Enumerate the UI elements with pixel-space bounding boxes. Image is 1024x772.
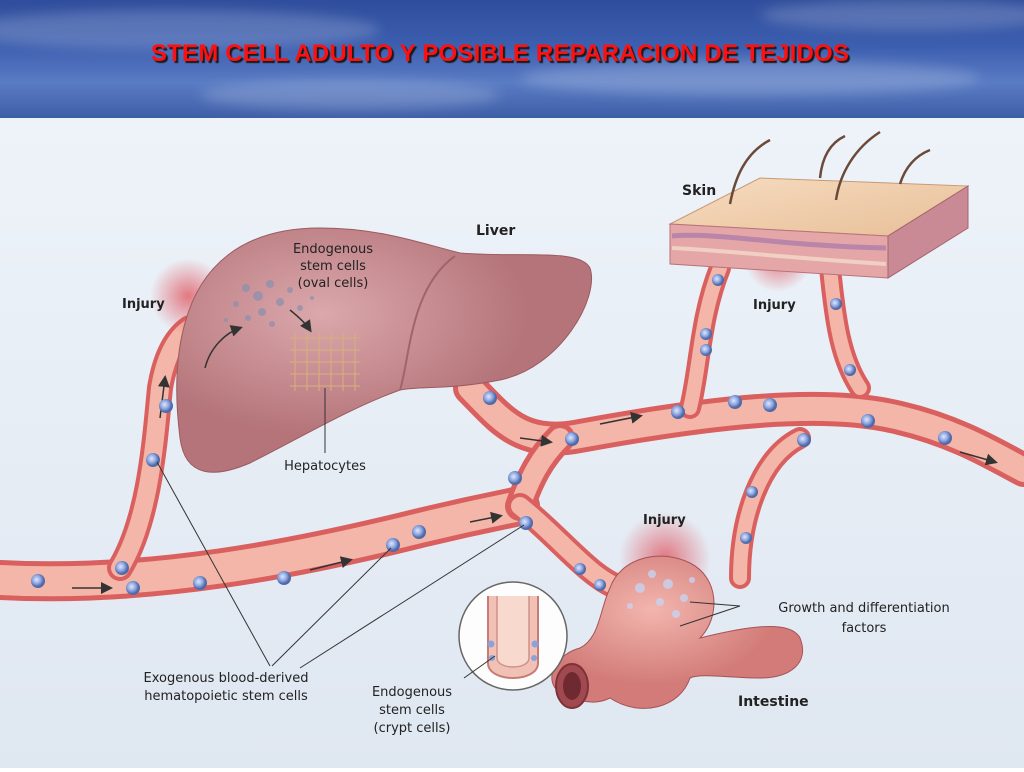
label-oval-cells-2: stem cells <box>300 259 366 274</box>
oval-cells-cluster <box>224 280 314 327</box>
stem-cell-diagram: Liver Skin Intestine Injury Injury Injur… <box>0 118 1024 768</box>
label-crypt-1: Endogenous <box>372 685 452 700</box>
label-intestine: Intestine <box>738 694 809 710</box>
label-liver: Liver <box>476 223 515 239</box>
label-oval-cells-3: (oval cells) <box>298 276 369 291</box>
slide-title: STEM CELL ADULTO Y POSIBLE REPARACION DE… <box>150 40 850 67</box>
label-injury-skin: Injury <box>753 298 796 313</box>
label-growth-2: factors <box>842 621 887 636</box>
diagram-labels: Liver Skin Intestine Injury Injury Injur… <box>122 183 950 736</box>
label-injury-intestine: Injury <box>643 513 686 528</box>
crypt-stem-cell-cluster <box>627 570 695 618</box>
title-banner: STEM CELL ADULTO Y POSIBLE REPARACION DE… <box>0 0 1024 118</box>
label-crypt-3: (crypt cells) <box>374 721 451 736</box>
label-skin: Skin <box>682 183 716 199</box>
hair-strands <box>728 130 931 205</box>
skin-section <box>668 130 970 292</box>
label-injury-liver: Injury <box>122 297 165 312</box>
label-exogenous-1: Exogenous blood-derived <box>144 671 309 686</box>
intestine-organ <box>551 512 804 709</box>
label-crypt-2: stem cells <box>379 703 445 718</box>
label-growth-1: Growth and differentiation <box>778 601 949 616</box>
crypt-magnifier <box>458 581 568 691</box>
label-exogenous-2: hematopoietic stem cells <box>144 689 308 704</box>
callout-lines <box>156 461 741 679</box>
liver-organ <box>150 227 592 473</box>
hepatocyte-grid <box>290 333 360 391</box>
label-oval-cells-1: Endogenous <box>293 242 373 257</box>
label-hepatocytes: Hepatocytes <box>284 459 366 474</box>
